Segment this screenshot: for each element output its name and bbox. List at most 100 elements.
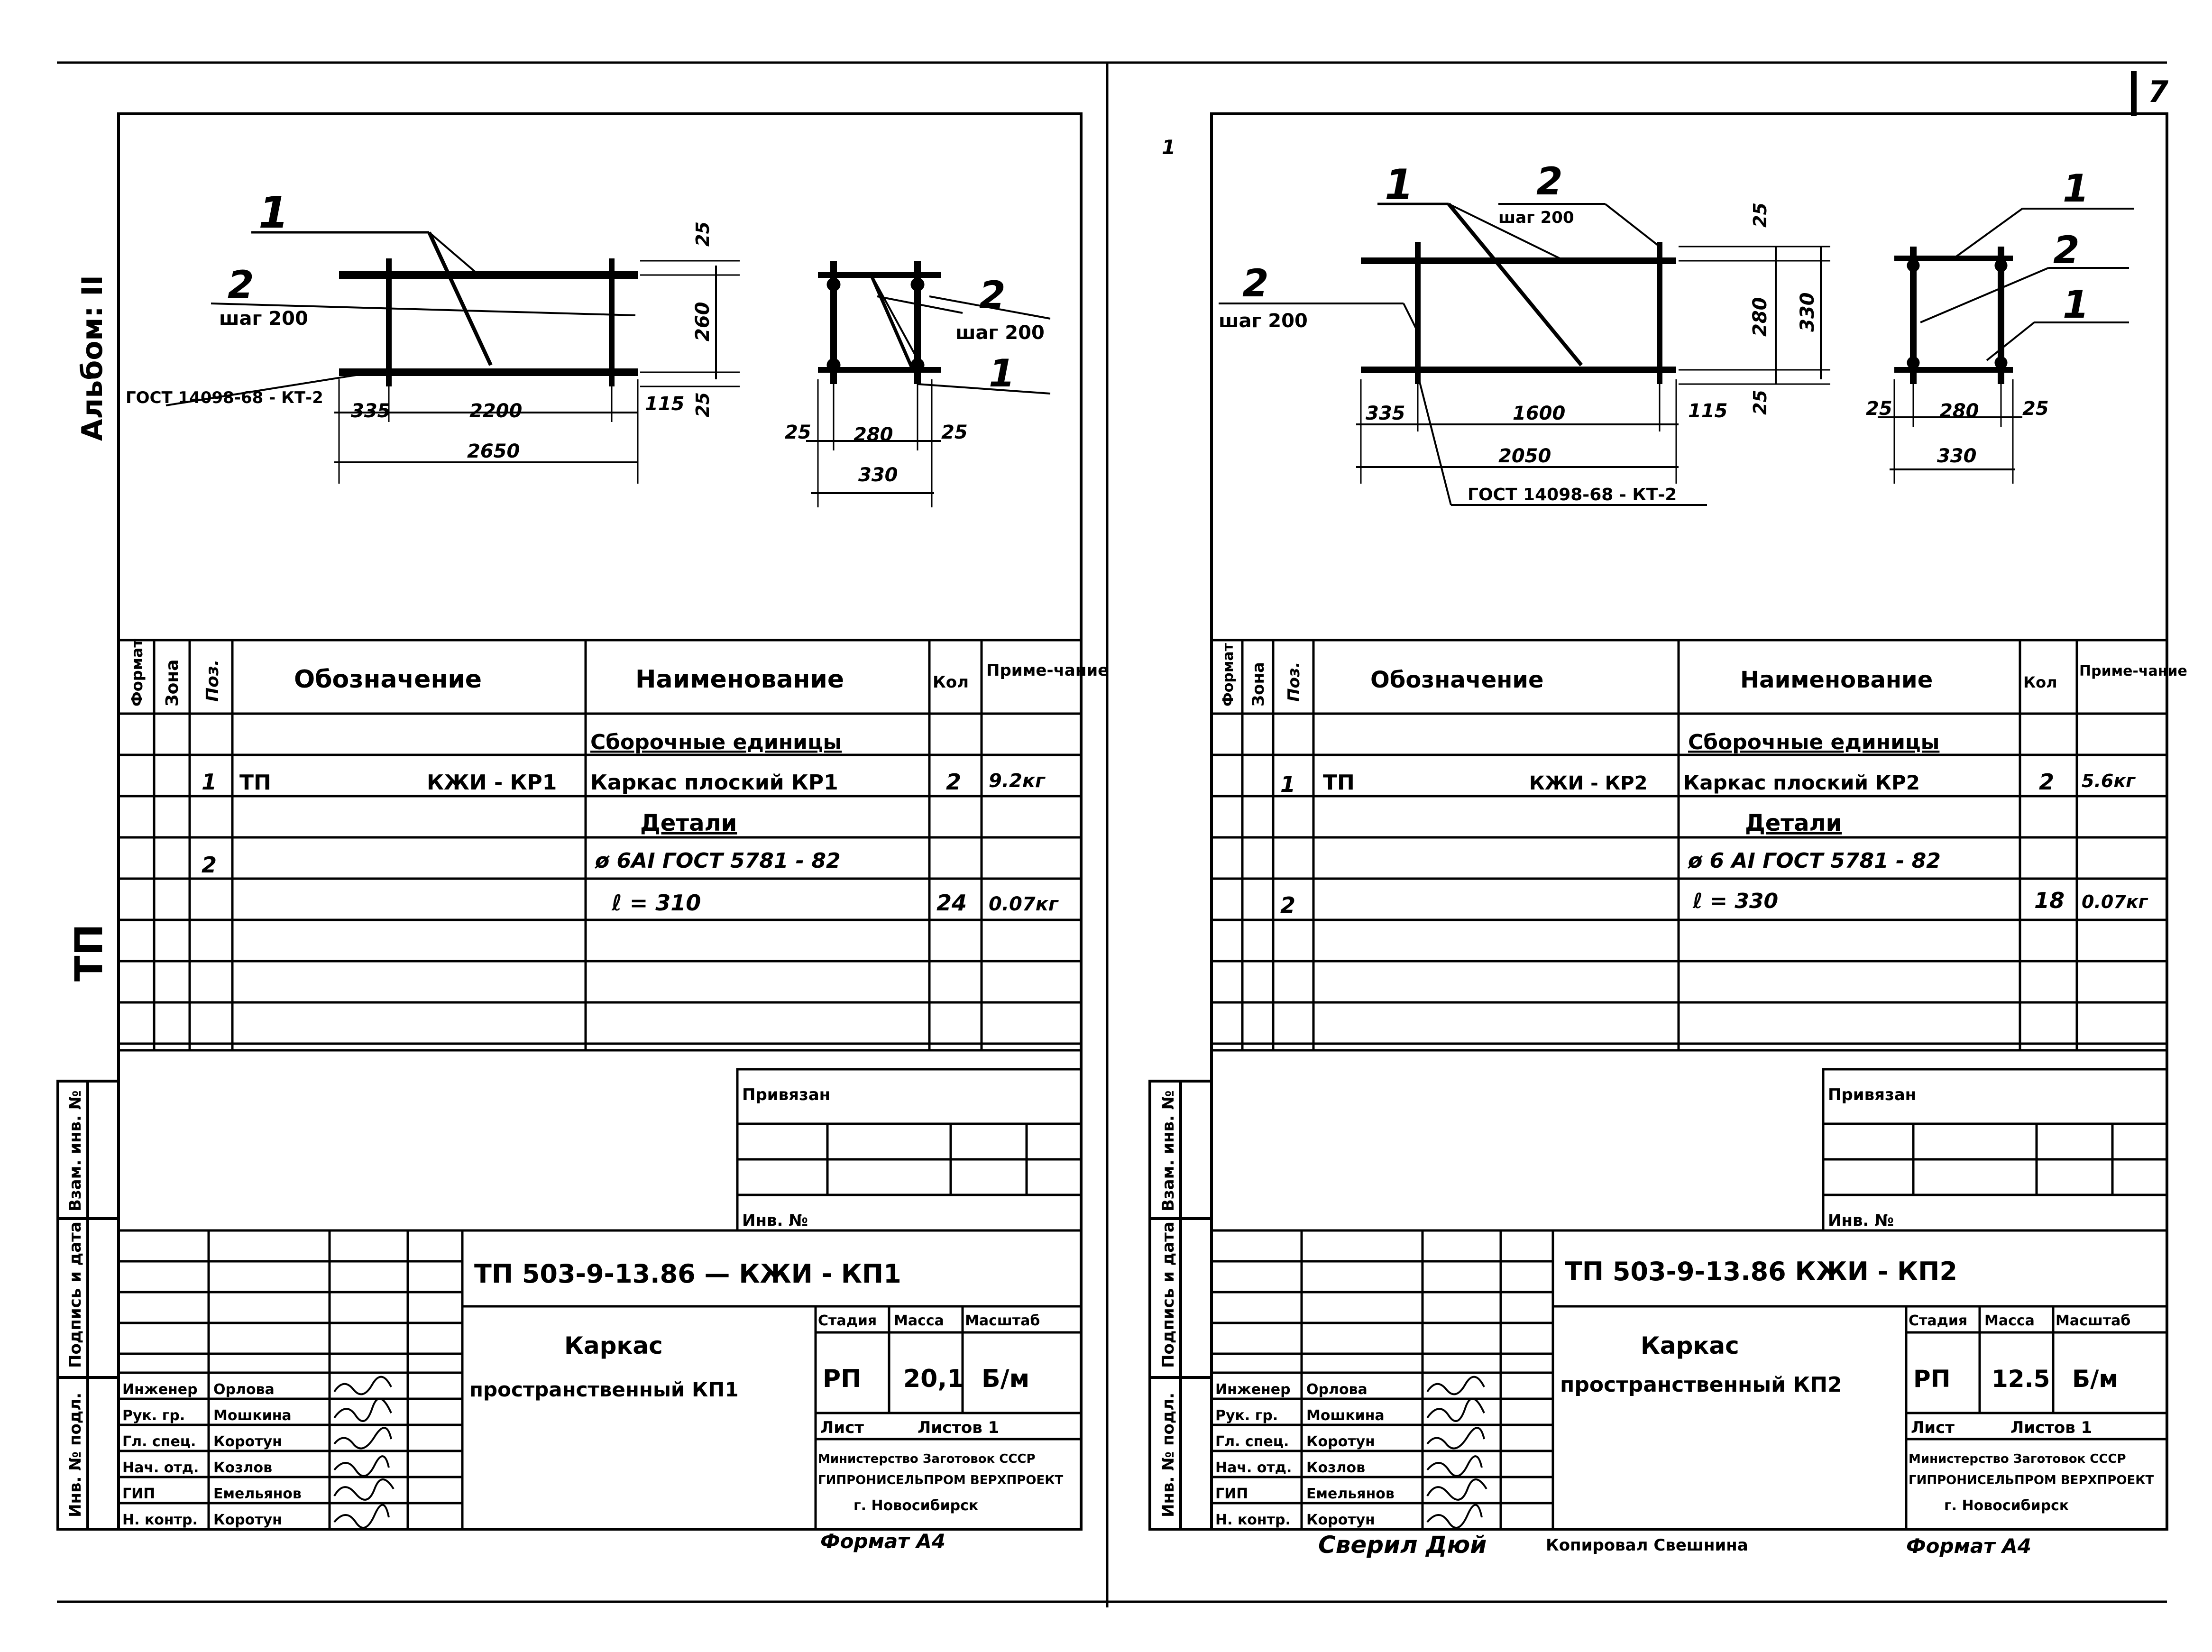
side-album-label: Альбом: II [76, 275, 109, 441]
right-vdim-330: 330 [1797, 293, 1818, 332]
left-gost-label: ГОСТ 14098-68 - КТ-2 [126, 388, 323, 407]
right-hdr-kol: Кол [2023, 673, 2057, 691]
right-list: Лист [1911, 1418, 1955, 1437]
right-role-4: ГИП [1215, 1486, 1248, 1502]
right-row5-kol: 18 [2034, 888, 2065, 913]
left-role-5: Н. контр. [122, 1512, 198, 1528]
left-row2-poz: 1 [202, 769, 217, 795]
left-name-3: Козлов [213, 1459, 272, 1476]
right-stamp-vzam: Взам. инв. № [1159, 1090, 1178, 1211]
right-sec-dim-280: 280 [1939, 400, 1979, 422]
right-name-3: Козлов [1306, 1459, 1365, 1476]
right-row1-naim: Сборочные единицы [1688, 730, 1939, 754]
left-sec-dim-280: 280 [854, 424, 893, 446]
left-title-name-1: Каркас [564, 1332, 663, 1359]
right-org-1: Министерство Заготовок СССР [1909, 1452, 2126, 1466]
right-title-code: ТП 503-9-13.86 КЖИ - КП2 [1565, 1257, 1957, 1286]
left-hdr-zona: Зона [163, 660, 182, 707]
right-role-0: Инженер [1215, 1381, 1291, 1398]
left-listov: Листов 1 [918, 1418, 999, 1437]
right-role-5: Н. контр. [1215, 1512, 1291, 1528]
right-callout-1: 1 [1385, 160, 1413, 209]
right-front-view [1219, 202, 1830, 506]
right-hdr-oboz: Обозначение [1370, 667, 1544, 693]
right-name-1: Мошкина [1306, 1407, 1385, 1424]
left-hdr-format: Формат [128, 639, 146, 707]
left-section-step: шаг 200 [955, 322, 1045, 344]
left-role-4: ГИП [122, 1486, 155, 1502]
left-title-name-2: пространственный КП1 [469, 1378, 739, 1401]
right-sec-dim-25b: 25 [2022, 398, 2049, 420]
left-stadia-v3: Б/м [982, 1365, 1029, 1393]
left-org-3: г. Новосибирск [854, 1497, 978, 1514]
right-callout-2: 2 [1536, 159, 1563, 203]
right-listov: Листов 1 [2010, 1418, 2092, 1437]
right-stadia-v2: 12.5 [1992, 1365, 2050, 1393]
left-stadia-h1: Стадия [818, 1312, 877, 1329]
left-dim-335: 335 [351, 400, 391, 422]
left-dim-2200: 2200 [469, 400, 522, 422]
left-title-block [119, 1068, 1083, 1529]
right-row4-naim: ø 6 АI ГОСТ 5781 - 82 [1688, 849, 1941, 873]
right-sheet: Инв. № подл. Подпись и дата Взам. инв. № [1148, 112, 2187, 1559]
left-hdr-kol: Кол [933, 673, 969, 692]
right-hdr-zona: Зона [1249, 662, 1268, 707]
right-dim-115: 115 [1688, 400, 1728, 422]
right-row2-oboz-b: КЖИ - КР2 [1529, 772, 1647, 794]
right-stadia-h3: Масштаб [2056, 1312, 2130, 1329]
right-org-2: ГИПРОНИСЕЛЬПРОМ ВЕРХПРОЕКТ [1909, 1473, 2154, 1487]
right-row2-poz: 1 [1280, 771, 1295, 797]
left-front-view [165, 231, 740, 484]
left-sheet: Альбом: II ТП Инв. № подл. Подпись и дат… [56, 112, 1109, 1553]
left-name-5: Коротун [213, 1512, 282, 1528]
left-sec-dim-25b: 25 [941, 422, 968, 443]
right-format-note: Формат А4 [1906, 1534, 2031, 1558]
left-callout-2: 2 [228, 263, 254, 307]
right-hdr-naim: Наименование [1740, 667, 1933, 693]
left-section-view [806, 261, 1051, 507]
right-stamp-inv-podl: Инв. № подл. [1159, 1393, 1178, 1517]
right-name-2: Коротун [1306, 1433, 1375, 1450]
right-vdim-25a: 25 [1750, 202, 1771, 228]
left-row3-naim: Детали [640, 810, 737, 836]
left-name-0: Орлова [213, 1381, 275, 1398]
right-row2-prim: 5.6кг [2082, 771, 2136, 791]
right-step-label: шаг 200 [1219, 310, 1308, 332]
left-name-4: Емельянов [213, 1486, 302, 1502]
right-row2-kol: 2 [2039, 769, 2054, 795]
right-title-name-1: Каркас [1641, 1332, 1739, 1359]
stamp-podpis: Подпись и дата [66, 1221, 85, 1368]
left-callout-1: 1 [258, 187, 289, 238]
right-row5-poz: 2 [1280, 892, 1295, 918]
left-stadia-v1: РП [823, 1365, 862, 1393]
right-signatures [1426, 1376, 1487, 1529]
right-dim-2050: 2050 [1498, 445, 1551, 467]
right-vdim-25b: 25 [1750, 390, 1771, 415]
right-stadia-h2: Масса [1984, 1312, 2035, 1329]
left-section-callout-2: 2 [979, 273, 1006, 317]
left-section-callout-1: 1 [989, 351, 1015, 395]
right-hdr-poz: Поз. [1285, 662, 1303, 702]
right-org-3: г. Новосибирск [1944, 1497, 2069, 1514]
right-title-block [1212, 1068, 2168, 1529]
left-row1-naim: Сборочные единицы [590, 730, 842, 754]
right-section-callout-2: 2 [2053, 228, 2080, 272]
left-hdr-naim: Наименование [635, 665, 844, 694]
right-section-callout-1b: 1 [2063, 283, 2089, 327]
right-dim-335: 335 [1366, 403, 1405, 424]
left-row5-prim: 0.07кг [989, 893, 1059, 915]
stamp-inv-podl: Инв. № подл. [66, 1393, 85, 1517]
right-section-callout-1a: 1 [2063, 166, 2089, 211]
right-stadia-v3: Б/м [2072, 1365, 2118, 1393]
right-row5-naim: ℓ = 330 [1692, 889, 1778, 913]
left-format-note: Формат А4 [820, 1530, 945, 1553]
left-org-2: ГИПРОНИСЕЛЬПРОМ ВЕРХПРОЕКТ [818, 1473, 1063, 1487]
right-copied-note: Копировал Свешнина [1546, 1536, 1748, 1555]
left-role-2: Гл. спец. [122, 1433, 196, 1450]
left-row4-naim: ø 6АI ГОСТ 5781 - 82 [595, 849, 841, 873]
left-spec-table [119, 639, 1081, 1052]
right-row2-oboz-a: ТП [1323, 771, 1355, 795]
stamp-vzam: Взам. инв. № [66, 1090, 85, 1211]
left-dim-2650: 2650 [467, 441, 520, 462]
left-inv-no: Инв. № [742, 1211, 808, 1230]
